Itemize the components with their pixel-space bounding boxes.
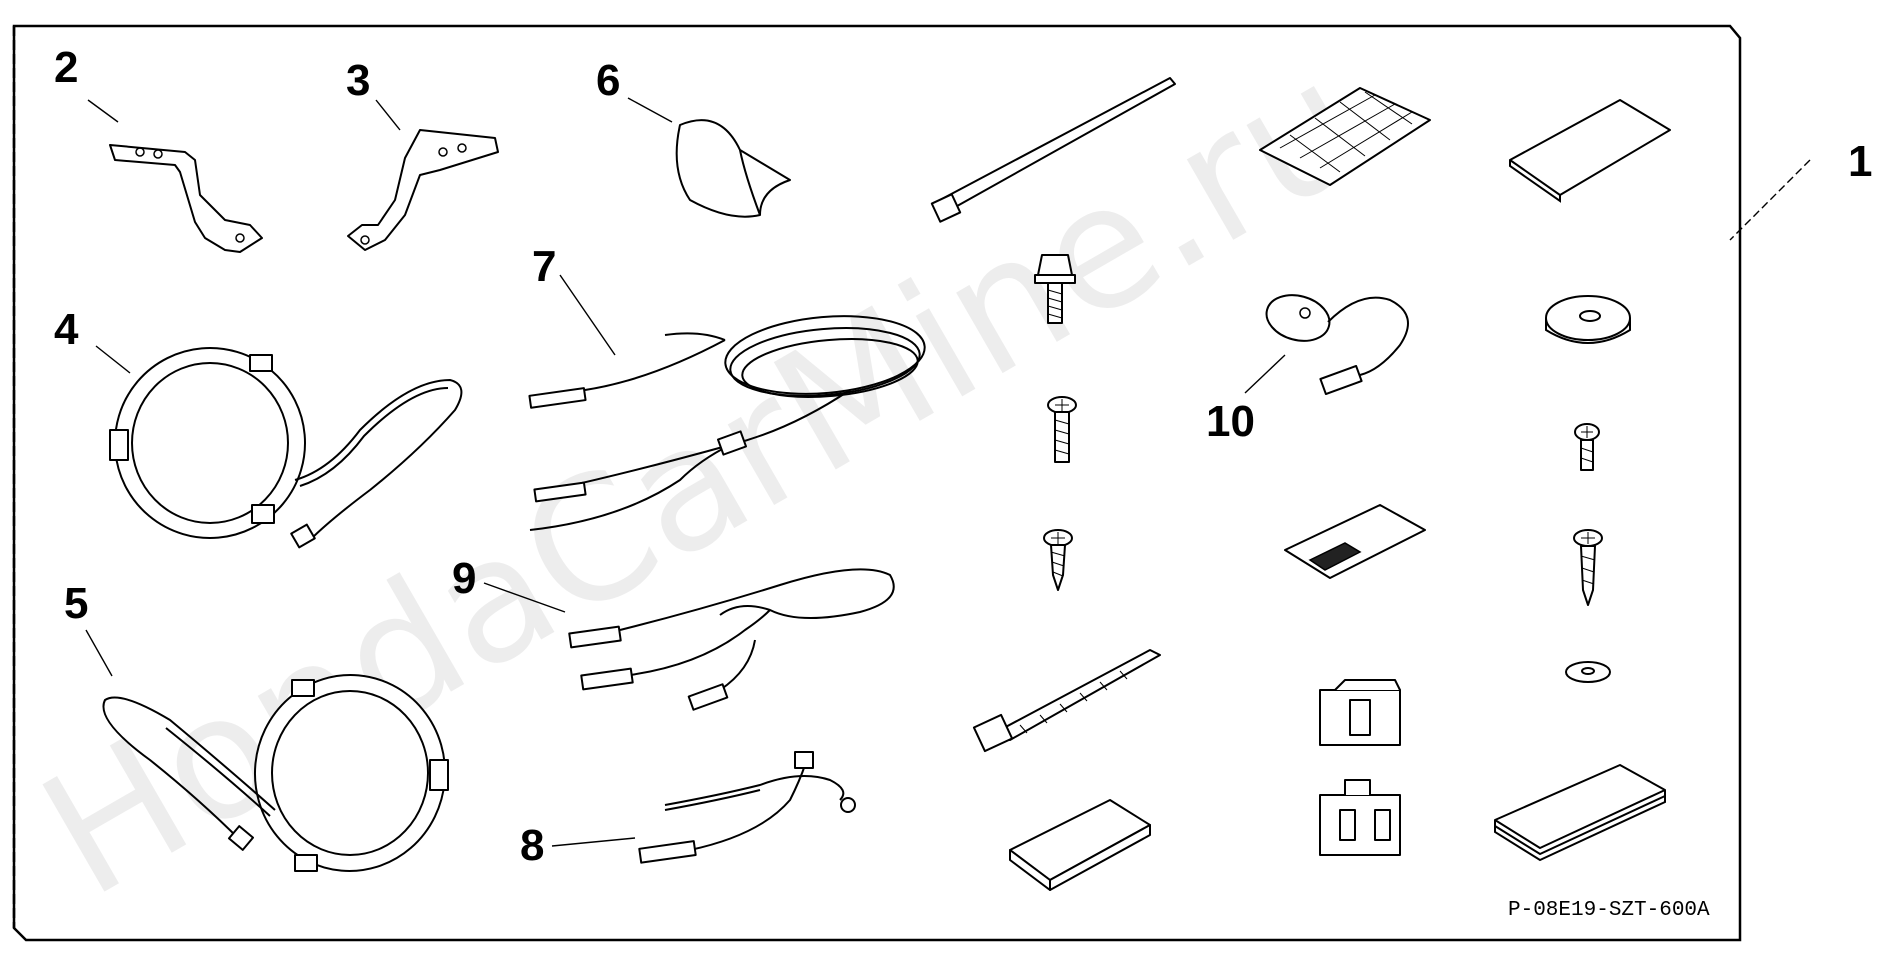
harness-long-part: [528, 315, 926, 531]
bracket-right-part: [347, 129, 499, 251]
clip-lower-part: [1319, 779, 1401, 856]
harness-short-part: [638, 751, 856, 864]
screw-pan-head-part: [1047, 396, 1077, 463]
speaker-ring-lower-part: [102, 674, 449, 872]
cable-tie-long-part: [930, 77, 1176, 223]
callout-6: 6: [596, 56, 620, 105]
bracket-left-part: [109, 144, 263, 253]
callout-7: 7: [532, 242, 556, 291]
callout-3: 3: [346, 56, 370, 105]
callout-8: 8: [520, 821, 544, 870]
adhesive-sheet-part: [1509, 99, 1671, 203]
cable-tie-mount-part: [972, 649, 1161, 753]
speaker-ring-upper-part: [109, 347, 463, 549]
callout-5: 5: [64, 579, 88, 628]
callout-2: 2: [54, 43, 78, 92]
grid-pad-part: [1259, 87, 1431, 186]
instruction-booklet-part: [1494, 764, 1666, 862]
cover-cap-part: [675, 119, 791, 218]
sensor-with-lead-part: [1265, 294, 1409, 396]
callout-4: 4: [54, 305, 79, 354]
part-code: P-08E19-SZT-600A: [1508, 899, 1710, 922]
callout-1: 1: [1848, 137, 1872, 186]
flat-washer-part: [1565, 661, 1611, 683]
tapping-screw-part: [1043, 529, 1073, 591]
adhesive-pad-part: [1284, 504, 1426, 579]
leader-lines: [85, 97, 1811, 847]
rubber-washer-part: [1545, 295, 1631, 344]
kit-frame: [12, 24, 1742, 942]
clip-upper-part: [1319, 679, 1401, 746]
tapping-screw-long-part: [1573, 529, 1603, 606]
callout-10: 10: [1206, 397, 1255, 446]
screw-small-part: [1574, 423, 1600, 471]
callout-9: 9: [452, 554, 476, 603]
foam-pad-part: [1009, 799, 1151, 891]
flange-bolt-part: [1034, 254, 1076, 324]
harness-medium-part: [568, 568, 895, 711]
